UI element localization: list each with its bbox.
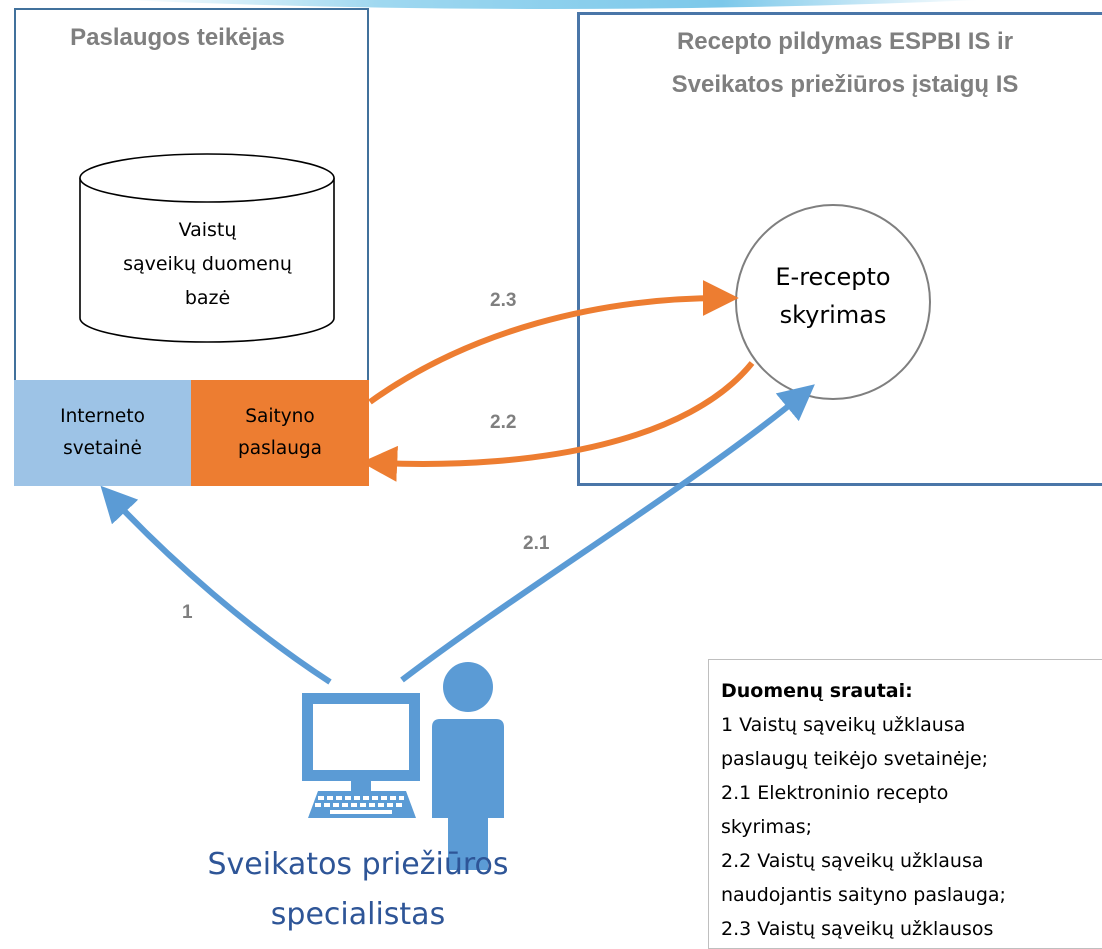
prescription-title-line: Sveikatos priežiūros įstaigų IS [671,71,1019,98]
database-label-line: bazė [184,287,231,309]
database-label-line: sąveikų duomenų [123,253,292,275]
flow-1-label: 1 [182,602,193,623]
web-service-label: paslauga [238,438,322,459]
internet-site-label: svetainė [63,438,142,459]
database-label: Vaistų sąveikų duomenų bazė [80,213,335,315]
person-icon [432,662,504,870]
specialist-label-line: Sveikatos priežiūros [207,847,509,882]
e-prescription-label-line: skyrimas [779,301,887,329]
legend-title: Duomenų srautai: [721,680,913,702]
data-flows-legend: Duomenų srautai: 1 Vaistų sąveikų užklau… [708,659,1102,949]
flow-2-1-arrow [400,384,815,683]
computer-icon [302,693,420,818]
legend-line: 2.1 Elektroninio recepto [721,782,949,804]
flow-1-arrow [100,485,332,685]
flow-2-3-arrow [368,280,739,405]
service-provider-title: Paslaugos teikėjas [70,24,285,51]
web-service-label: Saityno [245,406,315,427]
legend-line: skyrimas; [721,816,813,838]
e-prescription-label: E-recepto skyrimas [742,258,924,334]
e-prescription-label-line: E-recepto [775,263,891,291]
internet-site-label: Interneto [60,406,145,427]
legend-line: paslaugų teikėjo svetainėje; [721,748,989,770]
prescription-system-box [577,12,1102,486]
legend-line: 1 Vaistų sąveikų užklausa [721,714,966,736]
prescription-system-title: Recepto pildymas ESPBI IS ir Sveikatos p… [600,20,1090,106]
legend-line: naudojantis saityno paslauga; [721,884,1006,906]
flow-2-2-label: 2.2 [490,412,517,433]
flow-2-2-arrow [361,361,755,482]
web-service-tile[interactable]: Saityno paslauga [191,380,369,486]
internet-site-tile[interactable]: Interneto svetainė [14,380,191,486]
prescription-title-line: Recepto pildymas ESPBI IS ir [676,28,1014,55]
specialist-label: Sveikatos priežiūros specialistas [168,840,548,940]
specialist-label-line: specialistas [270,897,446,932]
flow-2-1-label: 2.1 [523,533,550,554]
flow-2-3-label: 2.3 [490,290,517,311]
legend-line: 2.2 Vaistų sąveikų užklausa [721,850,984,872]
header-swoosh-decoration [120,0,980,9]
legend-line: 2.3 Vaistų sąveikų užklausos [721,918,994,940]
database-label-line: Vaistų [178,219,237,241]
